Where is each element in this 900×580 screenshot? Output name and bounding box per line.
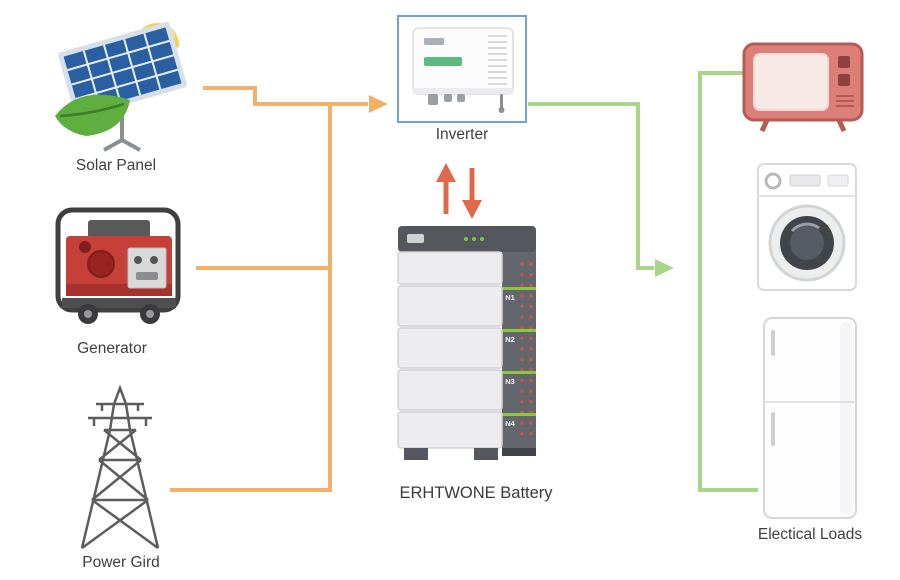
battery-module-4: [397, 411, 503, 449]
tv-knob-2: [838, 74, 850, 86]
tower-horizontals: [92, 428, 148, 502]
electrical-loads-label: Electical Loads: [758, 526, 863, 543]
battery-led-strips: [502, 287, 536, 416]
panel-plane: [58, 21, 187, 118]
leaf-vein: [59, 102, 125, 118]
battery-icon: N1 N2 N3 N4: [397, 226, 536, 460]
solar-to-inverter-line: [203, 86, 368, 106]
tower-crossarm-lower: [88, 416, 152, 426]
inverter-bottom-edge: [413, 88, 513, 94]
fridge-handle-bottom: [771, 412, 775, 446]
battery-module-2-label: N2: [505, 335, 515, 344]
generator-round-cover: [87, 250, 115, 278]
battery-side-base: [502, 448, 536, 456]
load-connections: [528, 71, 758, 492]
load-arrowhead-icon: [655, 259, 674, 277]
fridge-shading: [840, 322, 852, 514]
generator-fuel-cap: [79, 241, 91, 253]
battery-module-3-label: N3: [505, 377, 515, 386]
generator-icon: [55, 207, 181, 324]
source-arrowhead-icon: [369, 95, 388, 113]
battery-foot-left: [404, 448, 428, 460]
inverter-connector-2: [444, 94, 452, 102]
battery-module-1: [397, 285, 503, 327]
fridge-body: [763, 317, 857, 519]
solar-panel-label: Solar Panel: [76, 157, 156, 174]
source-connections: [170, 86, 388, 492]
power-grid-tower-icon: [80, 384, 160, 550]
battery-head-module: [397, 251, 503, 285]
tv-icon: [742, 42, 864, 133]
generator-label: Generator: [77, 340, 147, 357]
tower-crossarm-upper: [96, 402, 144, 411]
battery-module-3: [397, 369, 503, 411]
generator-frame: [55, 207, 181, 313]
washer-knob: [764, 172, 782, 190]
inverter-antenna: [500, 94, 503, 109]
loads-bracket-line: [698, 71, 758, 492]
power-grid-label: Power Gird: [82, 554, 160, 571]
fridge-handle-top: [771, 330, 775, 356]
battery-label: ERHTWONE Battery: [399, 484, 553, 502]
up-arrowhead-icon: [436, 163, 456, 182]
leaf-icon: [55, 94, 130, 136]
washer-display: [789, 174, 821, 187]
battery-module-2: [397, 327, 503, 369]
tower-peak: [112, 384, 128, 405]
generator-engine: [88, 220, 150, 238]
battery-indicator-2: [472, 237, 476, 241]
inverter-label: Inverter: [436, 126, 489, 143]
tv-screen: [753, 53, 829, 111]
washer-drawer: [827, 174, 849, 187]
down-arrowhead-icon: [462, 200, 482, 219]
battery-brand-mark: [407, 234, 424, 243]
inverter-brand-stripe: [424, 57, 462, 66]
inverter-vents: [488, 35, 507, 85]
battery-indicator-1: [464, 237, 468, 241]
inverter-icon: [397, 15, 527, 123]
inverter-connector-1: [428, 94, 438, 105]
inverter-display: [424, 38, 444, 45]
washer-glass-highlight: [790, 222, 820, 233]
battery-indicator-3: [480, 237, 484, 241]
battery-module-1-label: N1: [505, 293, 515, 302]
battery-exchange-arrows: [436, 163, 482, 219]
battery-connector-dots: [520, 262, 533, 442]
battery-module-4-label: N4: [505, 419, 515, 428]
tv-knob-1: [838, 56, 850, 68]
generator-base: [62, 298, 176, 308]
inverter-to-loads-line: [528, 102, 654, 270]
generator-control-panel: [127, 247, 167, 289]
generator-to-inverter-line: [196, 104, 332, 270]
battery-foot-right: [474, 448, 498, 460]
tv-vents: [836, 95, 854, 107]
solar-panel-icon: [55, 21, 188, 152]
tower-braces: [81, 429, 159, 550]
grid-to-inverter-line: [170, 268, 332, 492]
fridge-icon: [763, 317, 857, 519]
inverter-connector-3: [457, 94, 465, 102]
washer-drum: [790, 226, 824, 260]
washing-machine-icon: [757, 163, 857, 291]
